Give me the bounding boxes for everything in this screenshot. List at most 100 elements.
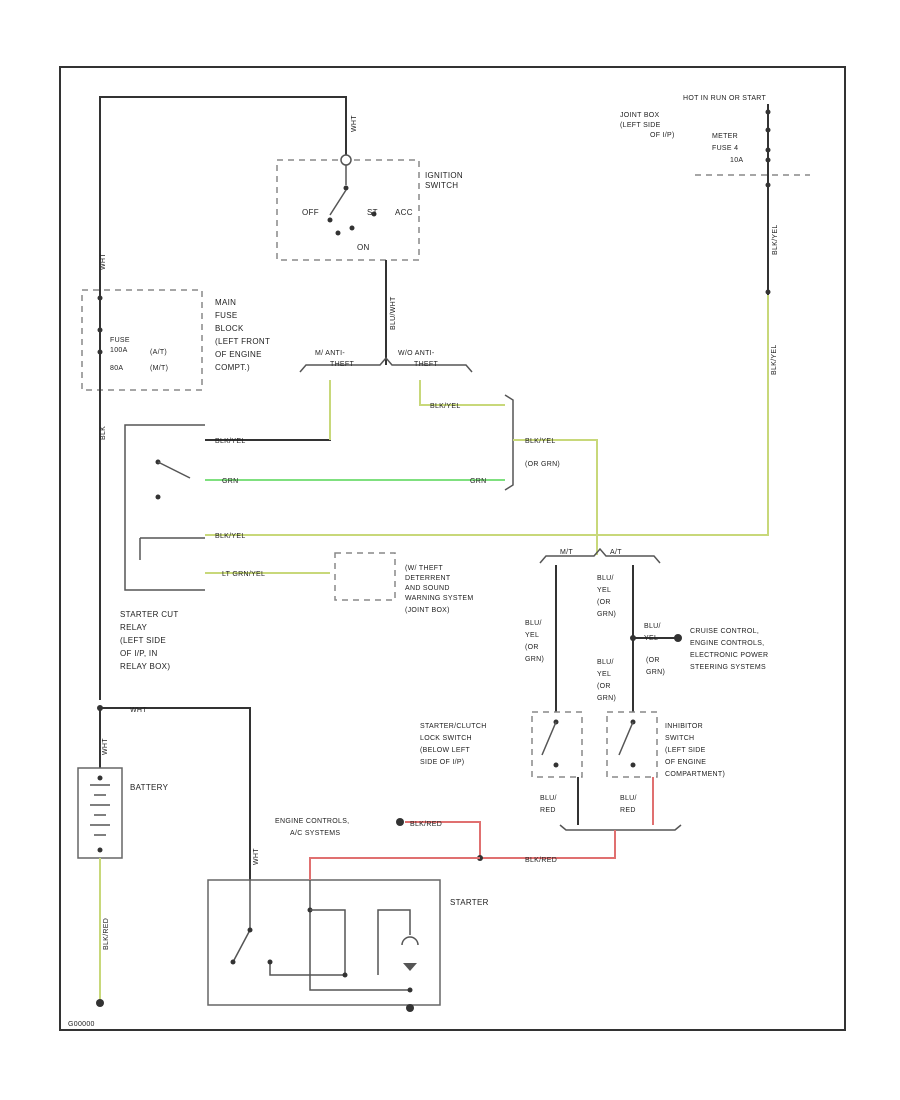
switch-pos-acc: ACC [395,208,413,217]
switch-pos-on: ON [357,243,370,252]
diagram-frame [59,66,846,1031]
cruise-label-1: CRUISE CONTROL, [690,628,759,635]
interlock-4: SIDE OF I/P) [420,759,464,766]
ignition-switch: IGNITION SWITCH OFF ST ACC ON [276,154,463,261]
wire-ignition-st: BLU/WHT [385,260,397,365]
blu-stack-1b: YEL [597,587,611,594]
wire-label-wht-1: WHT [351,115,358,132]
meter-fuse: HOT IN RUN OR START JOINT BOX (LEFT SIDE… [620,95,810,295]
wire-label-wht-2: WHT [100,253,107,270]
wire-label-wht-3: WHT [130,707,147,714]
or-grn-label: (OR GRN) [525,461,560,468]
wire-label-grn-1: GRN [222,478,238,485]
wire-label-yel-1: BLK/YEL [215,438,246,445]
cruise-label-2: ENGINE CONTROLS, [690,640,764,647]
ignition-switch-label-1: IGNITION [425,171,463,180]
wire-label-yel-4: BLK/YEL [215,533,246,540]
inhibitor-3: (LEFT SIDE [665,747,706,754]
wire-label-yel-2: BLK/YEL [430,403,461,410]
relay-label-1: STARTER CUT [120,610,179,619]
blu-red-2a: BLU/ [620,795,637,802]
meter-fuse-2: FUSE 4 [712,145,738,152]
corner-code: G00000 [68,1021,95,1028]
wire-label-yel-batt: BLK/RED [103,918,110,950]
or-grn-right-2: GRN) [646,669,665,676]
inhibitor-4: OF ENGINE [665,759,706,766]
blu-stack-1a: BLU/ [597,575,614,582]
main-fuse-label-2: FUSE [215,311,238,320]
or-grn-right-1: (OR [646,657,660,664]
joint-box-2: (LEFT SIDE [620,122,661,129]
blu-red-1b: RED [540,807,556,814]
anti-theft-split: M/ ANTI- THEFT W/O ANTI- THEFT [299,350,473,373]
lt-grn-label: LT GRN/YEL [222,571,265,578]
blu-stack-2c: (OR [525,644,539,651]
wire-meter-to-relay: BLK/YEL [205,295,778,536]
blu-stack-1c: (OR [597,599,611,606]
wire-label-yel-top: BLK/YEL [772,224,779,255]
m-anti-1: M/ ANTI- [315,350,345,357]
inhibitor-1: INHIBITOR [665,723,703,730]
interlock-2: LOCK SWITCH [420,735,472,742]
main-fuse-label-6: COMPT.) [215,363,250,372]
wire-label-wht-4: WHT [102,738,109,755]
wire-label-blk: BLK [100,426,107,440]
wire-label-red-2: BLK/RED [525,857,557,864]
joint-box-1: JOINT BOX [620,112,660,119]
blu-stack-3a: BLU/ [597,659,614,666]
mt-label: M/T [560,549,573,556]
inhibitor-5: COMPARTMENT) [665,771,725,778]
engine-ctrl-2: A/C SYSTEMS [290,830,340,837]
theft-label-2: DETERRENT [405,575,451,582]
main-fuse-label-4: (LEFT FRONT [215,337,270,346]
fuse-sel-at: (A/T) [150,349,167,356]
inhibitor-2: SWITCH [665,735,694,742]
battery: WHT WHT WHT BATTERY BLK/RED [77,705,260,1007]
cruise-label-3: ELECTRONIC POWER [690,652,768,659]
theft-deterrent-box: (W/ THEFT DETERRENT AND SOUND WARNING SY… [334,552,474,614]
blu-stack-2b: YEL [525,632,539,639]
blu-yel-right-1: BLU/ [644,623,661,630]
interlock-1: STARTER/CLUTCH [420,723,487,730]
blu-stack-1d: GRN) [597,611,616,618]
blu-stack-3b: YEL [597,671,611,678]
engine-ctrl-1: ENGINE CONTROLS, [275,818,349,825]
mt-at-split: M/T A/T BLU/ YEL (OR GRN) BLU/ YEL (OR G… [525,547,768,712]
fuse-label-3: 80A [110,365,123,372]
cruise-label-4: STEERING SYSTEMS [690,664,766,671]
interlock-3: (BELOW LEFT [420,747,470,754]
m-anti-2: THEFT [330,361,354,368]
blu-red-2b: RED [620,807,636,814]
wire-label-yel-right: BLK/YEL [771,344,778,375]
main-fuse-label-3: BLOCK [215,324,244,333]
meter-fuse-1: METER [712,133,738,140]
ignition-switch-label-2: SWITCH [425,181,458,190]
main-fuse-label-5: OF ENGINE [215,350,262,359]
w-anti-1: W/O ANTI- [398,350,435,357]
wire-label-wht-5: WHT [253,848,260,865]
blu-red-1a: BLU/ [540,795,557,802]
fuse-label-2: 100A [110,347,128,354]
meter-fuse-3: 10A [730,157,743,164]
theft-label-1: (W/ THEFT [405,565,443,572]
blu-stack-3d: GRN) [597,695,616,702]
switch-pos-off: OFF [302,208,319,217]
fuse-label-1: FUSE [110,337,130,344]
blu-stack-2d: GRN) [525,656,544,663]
theft-label-4: WARNING SYSTEM [405,595,474,602]
starter: STARTER [207,857,489,1012]
theft-label-3: AND SOUND [405,585,450,592]
starter-cut-relay: BLK/YEL GRN GRN BLK/YEL BLK/YEL (OR GRN)… [120,380,598,671]
relay-label-5: RELAY BOX) [120,662,170,671]
fuse-sel-mt: (M/T) [150,365,168,372]
blu-stack-2a: BLU/ [525,620,542,627]
wire-label-blu-wht: BLU/WHT [390,296,397,330]
at-label: A/T [610,549,622,556]
relay-label-3: (LEFT SIDE [120,636,166,645]
starter-label: STARTER [450,898,489,907]
blu-yel-right-2: YEL [644,635,658,642]
switch-group: STARTER/CLUTCH LOCK SWITCH (BELOW LEFT S… [275,711,725,864]
main-fuse-block: FUSE 100A 80A (A/T) (M/T) MAIN FUSE BLOC… [81,260,270,700]
